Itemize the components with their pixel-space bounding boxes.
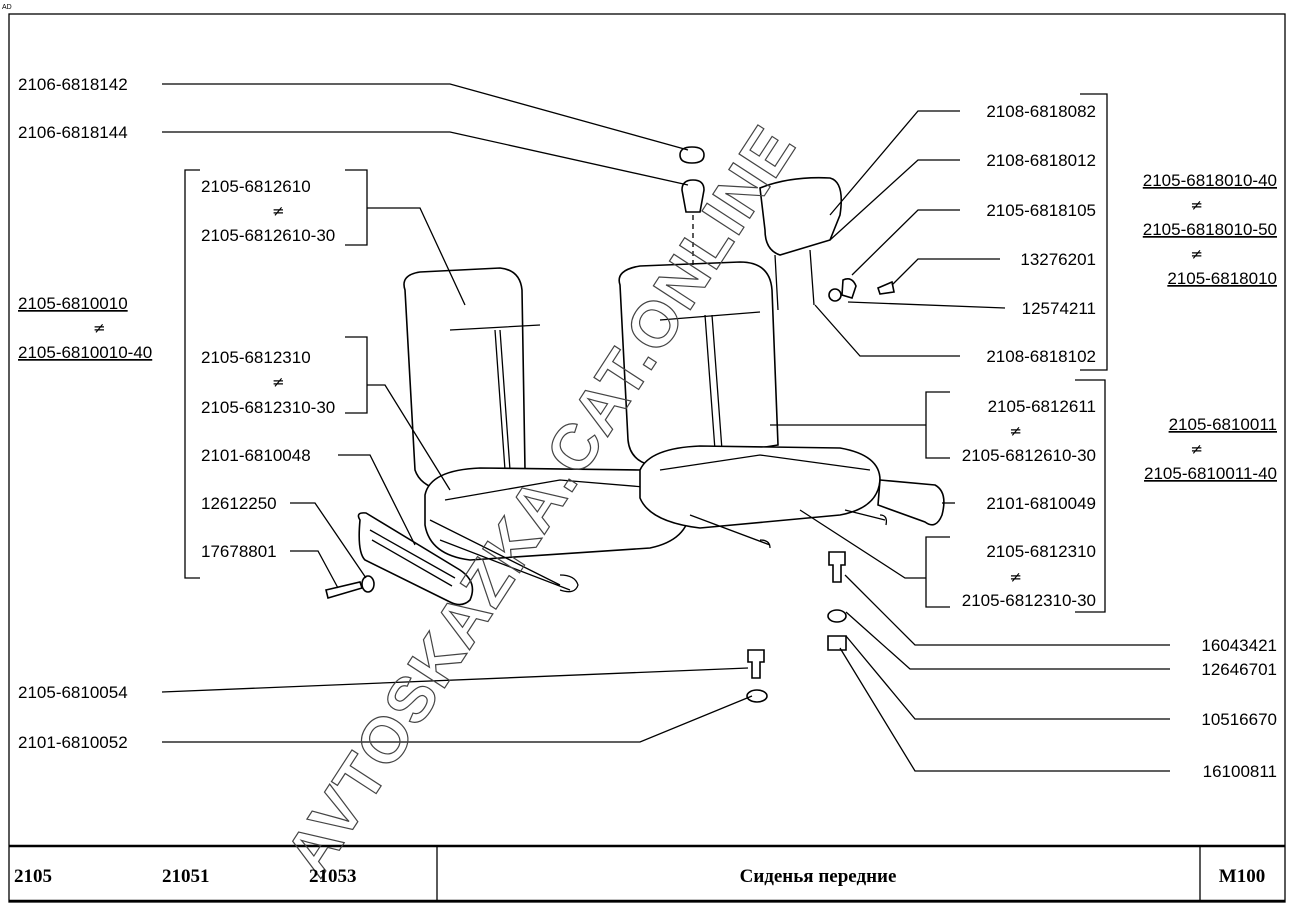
right-side-trim: [877, 479, 945, 526]
guide-cap: [679, 146, 705, 164]
part-label: 2105-6812310: [201, 348, 311, 367]
model-code: 2105: [14, 866, 52, 887]
part-label: 12646701: [1201, 660, 1277, 679]
assembly-label: 2105-6818010-40: [1143, 171, 1277, 190]
sheet-code: M100: [1219, 866, 1265, 887]
neq-sign: ≠: [93, 319, 106, 337]
neq-sign: ≠: [1009, 422, 1022, 440]
seat-illustration: [325, 146, 945, 703]
neq-sign: ≠: [1190, 245, 1203, 263]
part-label: 2105-6812310: [986, 542, 1096, 561]
neq-sign: ≠: [272, 202, 285, 220]
part-label: 2101-6810052: [18, 733, 128, 752]
part-label: 10516670: [1201, 710, 1277, 729]
part-label: 2108-6818102: [986, 347, 1096, 366]
assembly-label: 2105-6818010-50: [1143, 220, 1277, 239]
part-label: 2105-6812611: [988, 397, 1096, 416]
part-label: 13276201: [1020, 250, 1096, 269]
part-label: 2108-6818012: [986, 151, 1096, 170]
sheet-title: Сиденья передние: [740, 866, 897, 887]
neq-sign: ≠: [1190, 440, 1203, 458]
model-code: 21051: [162, 866, 210, 887]
assembly-label: 2105-6810011-40: [1144, 464, 1277, 483]
part-label: 2106-6818142: [18, 75, 128, 94]
part-label: 12612250: [201, 494, 277, 513]
part-label: 2105-6812610-30: [201, 226, 335, 245]
part-label: 12574211: [1022, 299, 1096, 318]
right-seat-back: [618, 261, 779, 466]
part-label: 16043421: [1201, 636, 1277, 655]
part-label: 2101-6810049: [986, 494, 1096, 513]
assembly-label: 2105-6810010: [18, 294, 128, 313]
part-label: 2106-6818144: [18, 123, 128, 142]
assembly-label: 2105-6810011: [1169, 415, 1277, 434]
part-label: 16100811: [1203, 762, 1277, 781]
part-label: 2105-6810054: [18, 683, 128, 702]
assembly-label: 2105-6810010-40: [18, 343, 152, 362]
part-label: 2105-6818105: [986, 201, 1096, 220]
part-label: 2105-6812610: [201, 177, 311, 196]
model-code: 21053: [309, 866, 357, 887]
title-block: 2105 21051 21053 Сиденья передние M100: [14, 866, 1265, 887]
part-label: 2105-6812610-30: [962, 446, 1096, 465]
part-label: 2105-6812310-30: [962, 591, 1096, 610]
leader-lines: [161, 83, 1170, 772]
corner-mark: AD: [2, 4, 12, 11]
left-labels: 2106-6818142 2106-6818144 2105-6812610 ≠…: [18, 75, 335, 752]
right-labels: 2108-6818082 2108-6818012 2105-6818105 1…: [962, 102, 1277, 781]
right-seat-cushion: [639, 445, 881, 529]
part-label: 2101-6810048: [201, 446, 311, 465]
part-label: 2108-6818082: [986, 102, 1096, 121]
part-label: 17678801: [201, 542, 277, 561]
neq-sign: ≠: [1190, 196, 1203, 214]
neq-sign: ≠: [1009, 568, 1022, 586]
headrest: [759, 176, 843, 256]
part-label: 2105-6812310-30: [201, 398, 335, 417]
left-seat-back: [403, 267, 526, 491]
assembly-label: 2105-6818010: [1167, 269, 1277, 288]
neq-sign: ≠: [272, 373, 285, 391]
